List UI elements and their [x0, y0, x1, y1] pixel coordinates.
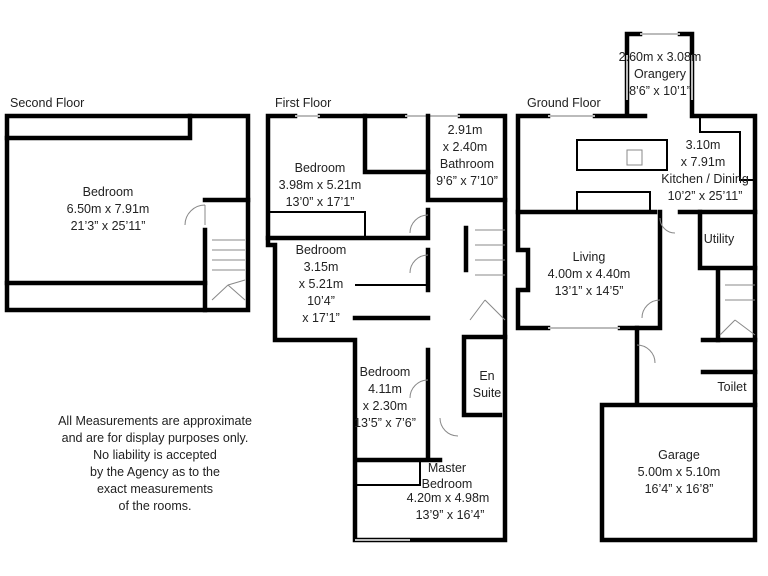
svg-text:by the Agency as to the: by the Agency as to the [90, 465, 220, 479]
hob [626, 149, 643, 166]
room-label: 2.60m x 3.08m Orangery 8’6” x 10’1” 3.10… [548, 50, 749, 496]
svg-text:Orangery: Orangery [634, 67, 687, 81]
ensuite-wall [461, 334, 508, 418]
svg-text:Bathroom: Bathroom [440, 157, 494, 171]
svg-text:8’6” x 10’1”: 8’6” x 10’1” [629, 84, 691, 98]
second-floor-outer-wall [4, 113, 251, 313]
svg-text:2.91m: 2.91m [448, 123, 483, 137]
svg-text:13’5” x 7’6”: 13’5” x 7’6” [354, 416, 416, 430]
svg-text:5.00m x 5.10m: 5.00m x 5.10m [638, 465, 721, 479]
second-floor: Second Floor Bedroom 6.50m x 7.91m 21’3”… [4, 96, 251, 313]
svg-text:of the rooms.: of the rooms. [119, 499, 192, 513]
svg-text:Bedroom: Bedroom [360, 365, 411, 379]
room-label: Bedroom 3.98m x 5.21m 13’0” x 17’1” 2.91… [279, 123, 502, 522]
svg-text:3.15m: 3.15m [304, 260, 339, 274]
svg-text:Bedroom: Bedroom [422, 477, 473, 491]
svg-text:Bedroom: Bedroom [83, 185, 134, 199]
svg-text:x 17’1”: x 17’1” [302, 311, 340, 325]
svg-text:Garage: Garage [658, 448, 700, 462]
door [184, 204, 206, 226]
svg-text:10’4”: 10’4” [307, 294, 335, 308]
svg-text:Toilet: Toilet [717, 380, 747, 394]
door [409, 214, 459, 437]
svg-text:Suite: Suite [473, 386, 502, 400]
wall [4, 113, 193, 141]
room-label: Bedroom 6.50m x 7.91m 21’3” x 25’11” [67, 185, 150, 233]
svg-text:2.60m x 3.08m: 2.60m x 3.08m [619, 50, 702, 64]
wardrobe [268, 211, 366, 238]
utility-wall [697, 209, 758, 343]
svg-text:13’0” x 17’1”: 13’0” x 17’1” [286, 195, 355, 209]
svg-text:9’6” x 7’10”: 9’6” x 7’10” [436, 174, 498, 188]
svg-text:En: En [479, 369, 494, 383]
svg-text:13’1” x 14’5”: 13’1” x 14’5” [555, 284, 624, 298]
svg-text:x 2.40m: x 2.40m [443, 140, 487, 154]
wall [265, 113, 508, 241]
svg-text:10’2” x 25’11”: 10’2” x 25’11” [668, 189, 743, 203]
svg-text:21’3” x 25’11”: 21’3” x 25’11” [71, 219, 146, 233]
door [636, 217, 676, 364]
shower-wall [362, 113, 431, 175]
svg-text:13’9” x 16’4”: 13’9” x 16’4” [416, 508, 485, 522]
svg-text:All Measurements are approxima: All Measurements are approximate [58, 414, 252, 428]
svg-text:Living: Living [573, 250, 606, 264]
stair-wall [202, 197, 251, 313]
staircase [211, 239, 246, 301]
svg-text:No liability is accepted: No liability is accepted [93, 448, 217, 462]
svg-text:4.00m x 4.40m: 4.00m x 4.40m [548, 267, 631, 281]
staircase [469, 229, 506, 321]
first-floor-title: First Floor [275, 96, 331, 110]
window [295, 115, 460, 541]
svg-text:6.50m x 7.91m: 6.50m x 7.91m [67, 202, 150, 216]
svg-text:3.98m x 5.21m: 3.98m x 5.21m [279, 178, 362, 192]
living-wall [515, 209, 758, 331]
svg-text:Bedroom: Bedroom [295, 161, 346, 175]
second-floor-title: Second Floor [10, 96, 84, 110]
wall [352, 247, 443, 463]
kitchen-island [576, 139, 668, 171]
svg-text:4.20m x 4.98m: 4.20m x 4.98m [407, 491, 490, 505]
wardrobe [355, 284, 428, 486]
worktop [576, 116, 755, 212]
svg-text:4.11m: 4.11m [368, 382, 402, 396]
first-floor: First Floor Bedroom 3.98m x 5.21m 13’0” … [265, 96, 508, 543]
first-floor-outer-wall [265, 113, 508, 543]
ground-floor: Ground Floor 2.60m x 3.08m Orangery 8’6”… [515, 31, 758, 543]
svg-text:exact measurements: exact measurements [97, 482, 213, 496]
ground-floor-outer-wall [515, 31, 758, 408]
garage-wall [599, 325, 758, 543]
window [548, 33, 693, 117]
svg-text:Bedroom: Bedroom [296, 243, 347, 257]
svg-text:x 2.30m: x 2.30m [363, 399, 407, 413]
svg-text:3.10m: 3.10m [686, 138, 721, 152]
svg-text:and are for display purposes: and are for display purposes only. [62, 431, 249, 445]
svg-text:Utility: Utility [704, 232, 735, 246]
svg-text:Master: Master [428, 461, 466, 475]
svg-text:16’4” x 16’8”: 16’4” x 16’8” [645, 482, 714, 496]
staircase [719, 284, 756, 336]
svg-text:x 7.91m: x 7.91m [681, 155, 725, 169]
ground-floor-title: Ground Floor [527, 96, 601, 110]
svg-text:Kitchen / Dining: Kitchen / Dining [661, 172, 749, 186]
svg-text:x 5.21m: x 5.21m [299, 277, 343, 291]
disclaimer: All Measurements are approximate and are… [58, 414, 252, 513]
